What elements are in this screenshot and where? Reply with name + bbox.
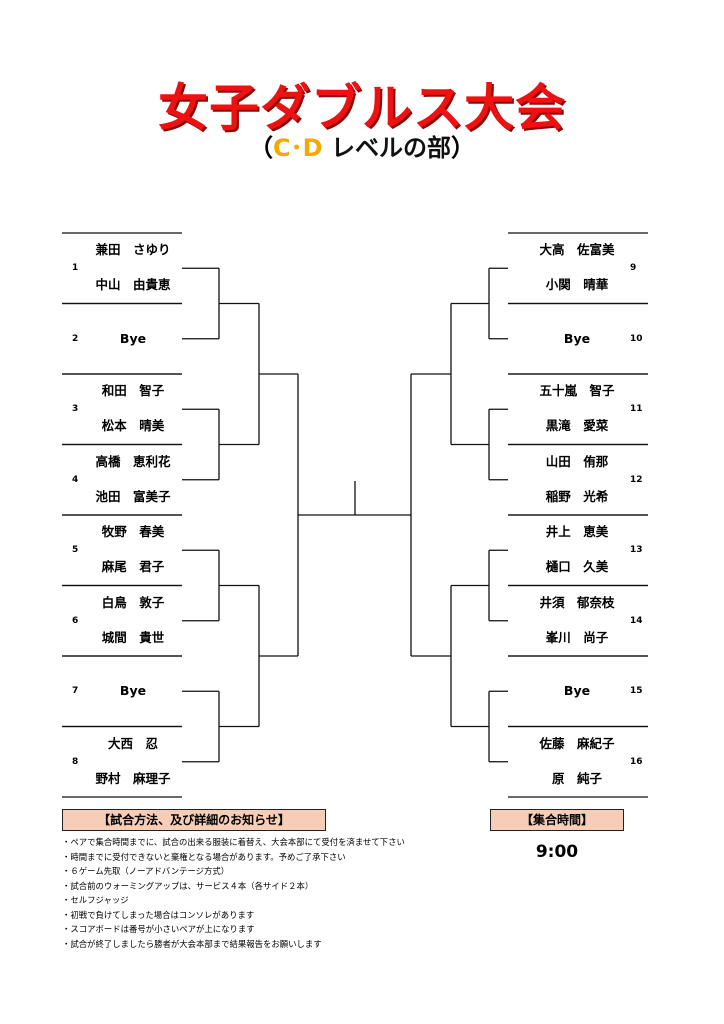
note-item: ・６ゲーム先取（ノーアドバンテージ方式） xyxy=(62,866,230,876)
subtitle-close-paren: ） xyxy=(450,134,475,162)
note-item: ・初戦で負けてしまった場合はコンソレがあります xyxy=(62,909,255,920)
player-name: 大西 忍 xyxy=(107,735,158,751)
bye-label: Bye xyxy=(563,330,591,346)
player-name: 麻尾 君子 xyxy=(101,559,165,574)
player-name: 大高 佐富美 xyxy=(539,242,615,257)
seed-number: 4 xyxy=(72,474,79,485)
note-item: ・試合前のウォーミングアップは、サービス４本（各サイド２本） xyxy=(62,880,314,891)
player-name: 峯川 尚子 xyxy=(545,629,609,645)
player-name: 黒滝 愛菜 xyxy=(545,418,609,433)
seed-number: 10 xyxy=(630,333,643,344)
player-name: 中山 由貴恵 xyxy=(95,277,171,292)
player-name: 和田 智子 xyxy=(101,383,165,398)
level-cd: C･D xyxy=(273,134,323,162)
seed-number: 1 xyxy=(72,263,79,274)
bye-label: Bye xyxy=(119,330,147,346)
player-name: 池田 富美子 xyxy=(95,488,171,504)
note-item: ・時間までに受付できないと棄権となる場合があります。予めご了承下さい xyxy=(62,851,346,862)
player-name: 兼田 さゆり xyxy=(95,242,171,257)
seed-number: 3 xyxy=(72,404,79,415)
meeting-time: 9:00 xyxy=(535,842,579,862)
player-name: 井須 郁奈枝 xyxy=(539,594,615,610)
player-name: 井上 恵美 xyxy=(545,524,609,539)
seed-number: 9 xyxy=(630,263,637,274)
notes-list: ・ペアで集合時間までに、試合の出来る服装に着替え、大会本部にて受付を済ませて下さ… xyxy=(62,835,482,951)
player-name: 白鳥 敦子 xyxy=(101,594,165,610)
note-item: ・試合が終了しましたら勝者が大会本部まで結果報告をお願いします xyxy=(62,938,322,949)
meeting-time-title: 【集合時間】 xyxy=(490,809,624,831)
player-name: 城間 貴世 xyxy=(101,629,165,645)
bye-label: Bye xyxy=(563,683,591,699)
seed-number: 15 xyxy=(630,686,643,697)
seed-number: 13 xyxy=(630,545,643,556)
player-name: 樋口 久美 xyxy=(545,559,609,574)
info-box-title: 【試合方法、及び詳細のお知らせ】 xyxy=(62,809,326,831)
player-name: 野村 麻理子 xyxy=(95,770,171,786)
player-name: 山田 侑那 xyxy=(545,453,609,469)
note-item: ・スコアボードは番号が小さいペアが上になります xyxy=(62,924,255,934)
seed-number: 8 xyxy=(72,756,79,767)
seed-number: 2 xyxy=(72,333,79,344)
seed-number: 14 xyxy=(630,615,643,626)
note-item: ・ペアで集合時間までに、試合の出来る服装に着替え、大会本部にて受付を済ませて下さ… xyxy=(62,837,405,847)
level-label: レベルの部 xyxy=(322,134,451,162)
note-item: ・セルフジャッジ xyxy=(62,895,129,905)
player-name: 小関 晴華 xyxy=(545,277,609,292)
player-name: 稲野 光希 xyxy=(545,488,609,504)
seed-number: 5 xyxy=(72,545,79,556)
tournament-title: 女子ダブルス大会 xyxy=(158,79,566,137)
player-name: 佐藤 麻紀子 xyxy=(539,735,615,751)
player-name: 牧野 春美 xyxy=(101,524,165,539)
seed-number: 6 xyxy=(72,615,79,626)
player-name: 原 純子 xyxy=(551,770,602,786)
subtitle-open-paren: （ xyxy=(249,134,274,162)
seed-number: 11 xyxy=(630,404,643,415)
seed-number: 16 xyxy=(630,756,643,767)
player-name: 高橋 恵利花 xyxy=(95,453,171,469)
player-name: 五十嵐 智子 xyxy=(539,383,615,398)
level-subtitle: （C･D レベルの部） xyxy=(0,132,724,164)
bye-label: Bye xyxy=(119,683,147,699)
seed-number: 12 xyxy=(630,474,643,485)
seed-number: 7 xyxy=(72,686,79,697)
player-name: 松本 晴美 xyxy=(101,418,165,433)
